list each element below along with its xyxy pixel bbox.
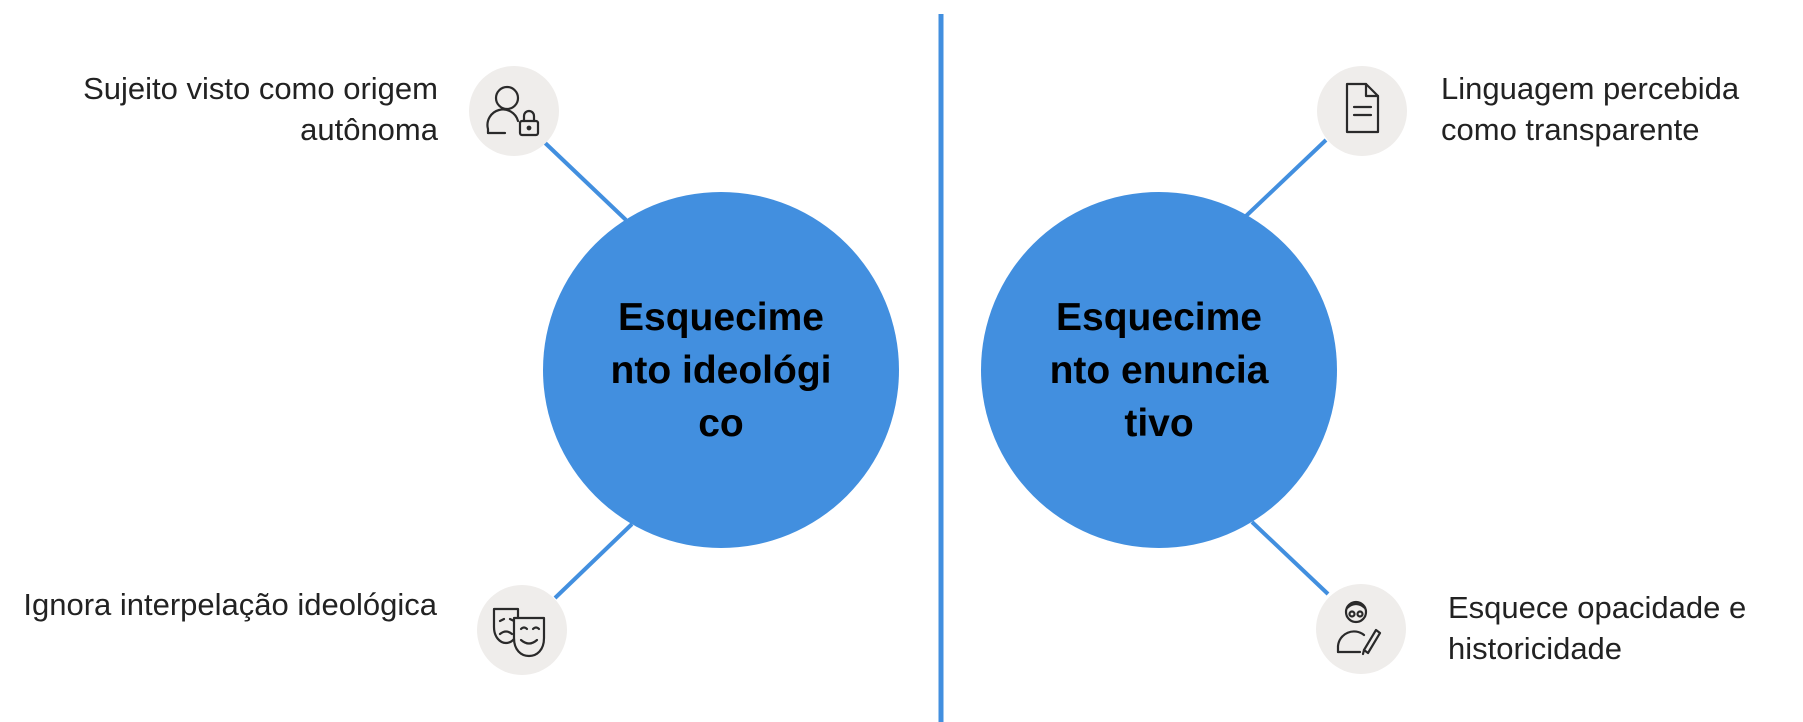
left-item-label-1: Sujeito visto como origem autônoma [83, 71, 438, 147]
theater-masks-icon [492, 607, 546, 658]
connector-left-top [540, 138, 628, 222]
right-item-label-1: Linguagem percebida como transparente [1441, 71, 1740, 147]
user-lock-icon [486, 85, 540, 137]
connector-left-bottom [553, 522, 634, 600]
writer-icon [1336, 600, 1382, 656]
left-item-label-2: Ignora interpelação ideológica [23, 587, 437, 622]
right-item-label-2: Esquece opacidade e historicidade [1448, 590, 1747, 666]
icon-badge-left-bottom [477, 585, 567, 675]
icon-badge-right-top [1317, 66, 1407, 156]
hub-title-right: Esquecimento enunciativo [1049, 295, 1269, 445]
connector-right-top [1244, 138, 1328, 218]
hub-circle-left [543, 192, 899, 548]
connector-right-bottom [1250, 520, 1330, 596]
hub-circle-right [981, 192, 1337, 548]
document-icon [1345, 82, 1380, 134]
icon-badge-left-top [469, 66, 559, 156]
hub-title-left: Esquecimento ideológico [610, 295, 832, 445]
icon-badge-right-bottom [1316, 584, 1406, 674]
